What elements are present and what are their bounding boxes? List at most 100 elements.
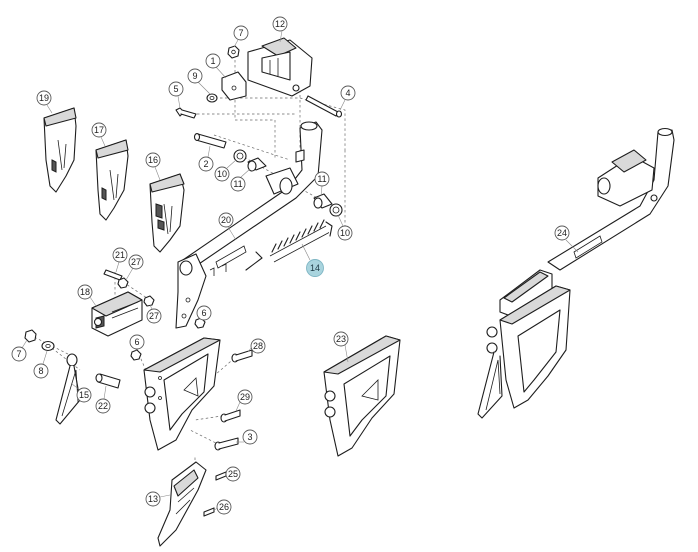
callout-9[interactable]: 9 xyxy=(187,68,211,95)
bolt-28 xyxy=(231,349,253,363)
svg-text:16: 16 xyxy=(148,155,158,165)
callout-12[interactable]: 12 xyxy=(272,16,288,43)
callout-25[interactable]: 25 xyxy=(225,466,241,482)
callout-17[interactable]: 17 xyxy=(91,122,107,147)
part-1-bracket xyxy=(221,71,247,101)
svg-text:2: 2 xyxy=(203,159,208,169)
svg-text:10: 10 xyxy=(340,228,350,238)
svg-text:7: 7 xyxy=(16,349,21,359)
pin-21 xyxy=(103,269,123,281)
callout-6-lower[interactable]: 6 xyxy=(129,334,145,351)
bushing-22 xyxy=(95,373,121,389)
bushing-11-top xyxy=(247,157,267,172)
svg-text:9: 9 xyxy=(192,71,197,81)
svg-text:6: 6 xyxy=(201,308,206,318)
callout-6-upper[interactable]: 6 xyxy=(196,305,212,321)
washer-9 xyxy=(206,93,218,103)
callout-29[interactable]: 29 xyxy=(235,389,253,412)
callout-15[interactable]: 15 xyxy=(71,383,92,403)
callout-27-lower[interactable]: 27 xyxy=(146,304,162,324)
svg-text:10: 10 xyxy=(217,169,227,179)
screw-26 xyxy=(203,507,215,517)
svg-text:7: 7 xyxy=(238,28,243,38)
nut-7-top xyxy=(227,45,240,59)
svg-text:12: 12 xyxy=(275,19,285,29)
part-14-spring xyxy=(245,219,333,271)
mid-tine-assembly xyxy=(143,337,221,451)
svg-text:22: 22 xyxy=(98,401,108,411)
callout-23[interactable]: 23 xyxy=(333,331,349,363)
svg-text:4: 4 xyxy=(345,88,350,98)
part-15-spring-loop xyxy=(55,353,81,425)
svg-text:15: 15 xyxy=(79,390,89,400)
svg-text:26: 26 xyxy=(219,502,229,512)
part-23-assembly xyxy=(323,335,401,457)
svg-text:6: 6 xyxy=(134,337,139,347)
callout-20[interactable]: 20 xyxy=(218,212,237,241)
callout-10-right[interactable]: 10 xyxy=(337,214,353,241)
svg-text:27: 27 xyxy=(131,257,141,267)
svg-text:11: 11 xyxy=(233,179,242,189)
callout-2[interactable]: 2 xyxy=(198,145,214,172)
svg-text:11: 11 xyxy=(317,174,326,184)
washer-8 xyxy=(41,340,55,352)
svg-text:23: 23 xyxy=(336,334,346,344)
bushing-11-right xyxy=(313,193,333,209)
part-16-holder xyxy=(149,173,185,253)
callout-8[interactable]: 8 xyxy=(33,350,49,379)
callout-7-left[interactable]: 7 xyxy=(11,339,28,362)
washer-10-top xyxy=(233,149,247,163)
svg-text:28: 28 xyxy=(253,341,263,351)
part-12-clamp xyxy=(247,37,313,97)
bolt-3 xyxy=(214,437,239,451)
part-13-tine xyxy=(157,461,207,547)
callout-16[interactable]: 16 xyxy=(145,152,161,181)
svg-text:17: 17 xyxy=(94,125,104,135)
callout-18[interactable]: 18 xyxy=(77,284,97,307)
svg-text:19: 19 xyxy=(39,93,49,103)
nut-7-left xyxy=(24,329,37,343)
pin-2 xyxy=(193,133,227,149)
callout-26[interactable]: 26 xyxy=(213,499,232,515)
callout-5[interactable]: 5 xyxy=(168,81,184,109)
nut-27-upper xyxy=(117,277,129,289)
part-17-holder xyxy=(95,139,129,221)
callouts: 12 7 1 9 5 4 19 17 16 2 10 11 11 10 20 1… xyxy=(11,16,579,515)
svg-text:20: 20 xyxy=(221,215,231,225)
callout-19[interactable]: 19 xyxy=(36,90,53,114)
callout-24[interactable]: 24 xyxy=(554,225,579,253)
svg-text:18: 18 xyxy=(80,287,90,297)
part-24-assembled xyxy=(477,127,675,419)
screw-25 xyxy=(215,471,227,481)
callout-27-upper[interactable]: 27 xyxy=(125,254,144,281)
part-18-housing xyxy=(91,291,143,337)
callout-11-right[interactable]: 11 xyxy=(314,171,330,197)
svg-text:8: 8 xyxy=(38,366,43,376)
svg-text:3: 3 xyxy=(247,432,252,442)
svg-text:5: 5 xyxy=(173,84,178,94)
svg-text:29: 29 xyxy=(240,392,250,402)
svg-text:14: 14 xyxy=(310,263,320,273)
part-19-holder xyxy=(43,107,77,193)
svg-text:13: 13 xyxy=(148,494,158,504)
callout-28[interactable]: 28 xyxy=(247,338,266,354)
callout-14[interactable]: 14 xyxy=(301,243,324,277)
callout-11-top[interactable]: 11 xyxy=(230,168,251,192)
svg-text:24: 24 xyxy=(557,228,567,238)
bolt-5 xyxy=(175,107,197,119)
callout-1[interactable]: 1 xyxy=(205,53,227,79)
svg-text:21: 21 xyxy=(115,250,125,260)
callout-21[interactable]: 21 xyxy=(112,247,128,273)
part-20-arm xyxy=(175,121,323,329)
callout-13[interactable]: 13 xyxy=(145,491,171,507)
callout-3[interactable]: 3 xyxy=(236,429,258,445)
svg-text:1: 1 xyxy=(210,56,215,66)
nut-27-lower xyxy=(143,295,155,307)
svg-text:25: 25 xyxy=(228,469,238,479)
svg-text:27: 27 xyxy=(149,311,159,321)
callout-10-top[interactable]: 10 xyxy=(214,159,237,182)
callout-22[interactable]: 22 xyxy=(95,385,111,414)
callout-4[interactable]: 4 xyxy=(339,85,356,111)
callout-7-top[interactable]: 7 xyxy=(233,25,249,48)
